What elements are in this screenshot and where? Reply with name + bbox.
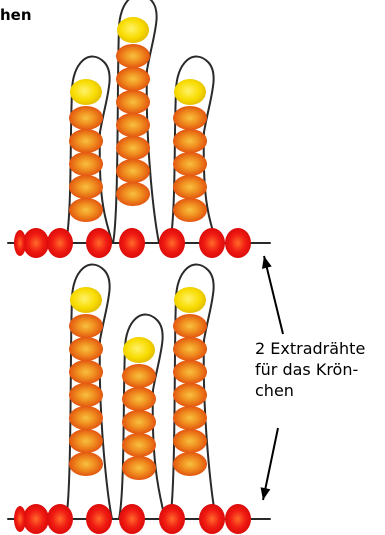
column-bead <box>173 175 207 199</box>
column-bead <box>173 129 207 153</box>
column-bead <box>69 360 103 384</box>
column-bead <box>69 314 103 338</box>
column-bead <box>122 456 156 480</box>
column-bead <box>69 198 103 222</box>
column-bead <box>116 44 150 68</box>
column-bead <box>69 406 103 430</box>
top-bead <box>70 287 102 313</box>
page-title: hen <box>0 6 32 24</box>
column-bead <box>69 452 103 476</box>
base-bead <box>225 504 251 534</box>
column-bead <box>173 152 207 176</box>
column-bead <box>69 429 103 453</box>
column-bead <box>116 182 150 206</box>
bead-layer <box>14 17 251 534</box>
column-bead <box>173 360 207 384</box>
column-bead <box>122 364 156 388</box>
column-wire <box>169 263 217 520</box>
note-line-2: für das Krön- <box>255 360 359 379</box>
column-bead <box>116 159 150 183</box>
column-bead <box>116 67 150 91</box>
column-bead <box>116 113 150 137</box>
base-bead <box>199 228 225 258</box>
arrow-down-head <box>260 487 271 500</box>
column-bead <box>122 410 156 434</box>
base-bead <box>47 504 73 534</box>
top-bead <box>70 79 102 105</box>
top-bead <box>174 287 206 313</box>
base-bead <box>47 228 73 258</box>
note-line-3: chen <box>255 381 294 400</box>
top-bead <box>117 17 149 43</box>
column-bead <box>173 406 207 430</box>
column-bead <box>173 106 207 130</box>
base-bead <box>199 504 225 534</box>
base-bead <box>119 504 145 534</box>
arrow-layer <box>260 255 284 501</box>
column-bead <box>69 337 103 361</box>
base-bead <box>159 504 185 534</box>
column-bead <box>122 433 156 457</box>
arrow-up <box>263 255 284 335</box>
column-bead <box>122 387 156 411</box>
top-bead <box>123 337 155 363</box>
column-bead <box>173 452 207 476</box>
base-bead <box>14 230 26 256</box>
column-bead <box>173 383 207 407</box>
column-bead <box>69 106 103 130</box>
column-bead <box>69 129 103 153</box>
column-bead <box>116 136 150 160</box>
column-bead <box>69 175 103 199</box>
base-bead <box>23 228 49 258</box>
column-bead <box>116 90 150 114</box>
column-wire <box>118 313 166 520</box>
arrow-up-head <box>261 256 272 269</box>
base-bead <box>119 228 145 258</box>
column-bead <box>173 429 207 453</box>
base-bead <box>86 228 112 258</box>
column-bead <box>173 198 207 222</box>
column-bead <box>69 383 103 407</box>
column-bead <box>173 337 207 361</box>
note-line-1: 2 Extradrähte <box>255 339 366 358</box>
top-bead <box>174 79 206 105</box>
column-wire <box>65 263 113 520</box>
base-bead <box>86 504 112 534</box>
base-bead <box>14 506 26 532</box>
base-bead <box>159 228 185 258</box>
arrow-down <box>262 427 279 501</box>
column-bead <box>69 152 103 176</box>
extra-wires-note: 2 Extradrähte für das Krön- chen <box>255 338 385 401</box>
base-bead <box>225 228 251 258</box>
base-bead <box>23 504 49 534</box>
column-bead <box>173 314 207 338</box>
